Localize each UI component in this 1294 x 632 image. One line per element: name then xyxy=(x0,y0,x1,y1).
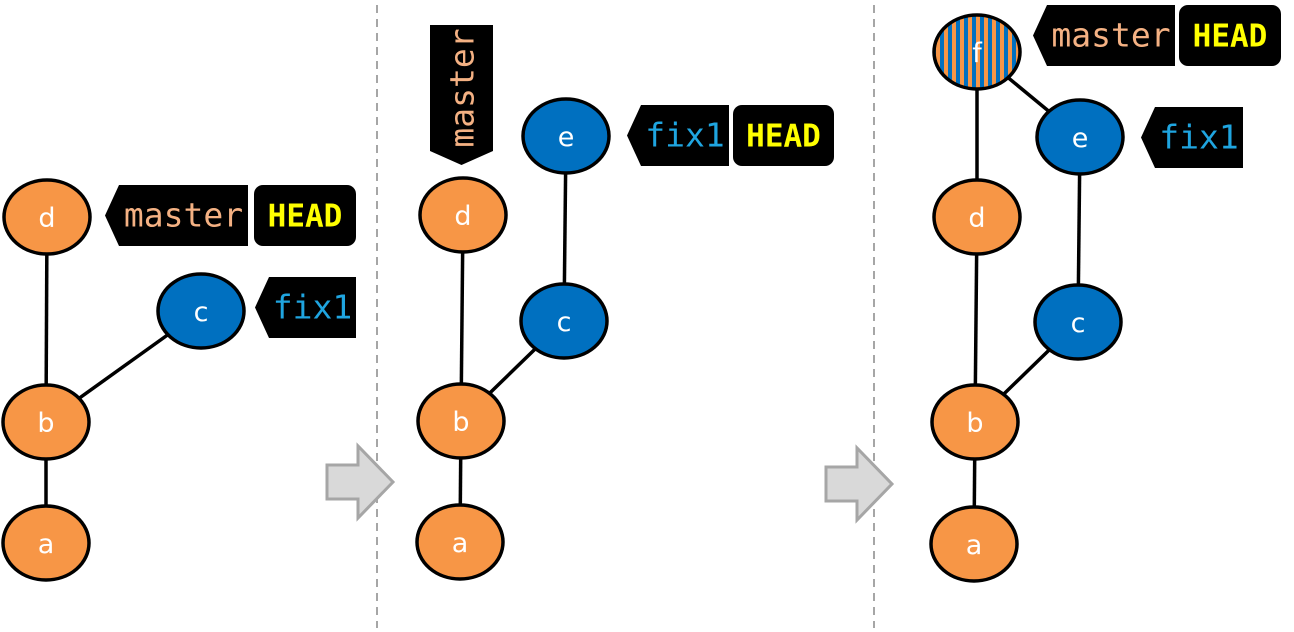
commit-label: d xyxy=(968,203,985,234)
commit-circle xyxy=(156,272,246,350)
commit-circle xyxy=(1,504,91,582)
commit-label: d xyxy=(454,201,471,232)
head-label: HEAD xyxy=(268,199,343,235)
commit-node-b: b xyxy=(416,382,506,460)
commit-circle xyxy=(932,13,1022,91)
branch-tag-bg xyxy=(430,25,493,165)
commit-label: c xyxy=(1071,308,1086,339)
commit-label: a xyxy=(38,529,55,560)
commit-circle xyxy=(2,178,92,256)
master-label: master xyxy=(443,28,482,147)
ref-tag-fix: fix1 xyxy=(1141,107,1243,168)
head-label: HEAD xyxy=(1193,19,1268,55)
commit-node-e: e xyxy=(1035,98,1125,176)
branch-tag-bg xyxy=(1033,5,1175,66)
ref-tag-fix: fix1 xyxy=(255,277,356,338)
commit-node-b: b xyxy=(1,383,91,461)
head-label: HEAD xyxy=(746,119,821,155)
commit-label: b xyxy=(452,407,469,438)
head-tag-bg xyxy=(254,185,356,246)
fix-label: fix1 xyxy=(273,288,352,327)
fix-label: fix1 xyxy=(645,116,724,155)
ref-tag-master: master xyxy=(430,25,493,165)
commit-node-a: a xyxy=(415,503,505,581)
commit-label: a xyxy=(452,528,469,559)
commit-node-a: a xyxy=(929,505,1019,583)
commit-node-a: a xyxy=(1,504,91,582)
commit-label: a xyxy=(966,530,983,561)
commit-circle xyxy=(929,505,1019,583)
commit-node-d: d xyxy=(418,176,508,254)
ref-tag-head: HEAD xyxy=(1179,5,1281,66)
commit-node-b: b xyxy=(930,383,1020,461)
fix-label: fix1 xyxy=(1159,118,1238,157)
head-tag-bg xyxy=(1179,5,1281,66)
ref-tag-head: HEAD xyxy=(254,185,356,246)
branch-tag-bg xyxy=(255,277,356,338)
commit-circle xyxy=(932,178,1022,256)
commit-label: b xyxy=(37,408,54,439)
commit-label: e xyxy=(1072,123,1089,154)
commit-node-e: e xyxy=(521,97,611,175)
commit-circle xyxy=(415,503,505,581)
branch-tag-bg xyxy=(627,105,729,166)
ref-tag-head: HEAD xyxy=(733,105,834,166)
head-tag-bg xyxy=(733,105,834,166)
commit-label: b xyxy=(966,408,983,439)
ref-tag-master: master xyxy=(1033,5,1175,66)
commit-circle xyxy=(930,383,1020,461)
commit-circle xyxy=(416,382,506,460)
commit-label: e xyxy=(558,122,575,153)
commit-circle xyxy=(1033,283,1123,361)
commit-circle xyxy=(521,97,611,175)
commit-circle xyxy=(1,383,91,461)
commit-node-f: f xyxy=(932,13,1022,91)
master-label: master xyxy=(124,196,243,235)
commit-node-c: c xyxy=(519,282,609,360)
commit-label: f xyxy=(972,38,983,69)
ref-tag-master: master xyxy=(105,185,248,246)
commit-node-c: c xyxy=(1033,283,1123,361)
commit-label: c xyxy=(557,307,572,338)
commit-node-d: d xyxy=(2,178,92,256)
master-label: master xyxy=(1051,16,1170,55)
branch-tag-bg xyxy=(105,185,248,246)
commit-circle xyxy=(1035,98,1125,176)
commit-circle xyxy=(418,176,508,254)
branch-tag-bg xyxy=(1141,107,1243,168)
commit-node-c: c xyxy=(156,272,246,350)
commit-circle xyxy=(519,282,609,360)
commit-node-d: d xyxy=(932,178,1022,256)
ref-tag-fix: fix1 xyxy=(627,105,729,166)
transition-arrow-icon xyxy=(325,442,396,522)
commit-label: d xyxy=(38,203,55,234)
commit-label: c xyxy=(194,297,209,328)
transition-arrow-icon xyxy=(824,444,895,524)
